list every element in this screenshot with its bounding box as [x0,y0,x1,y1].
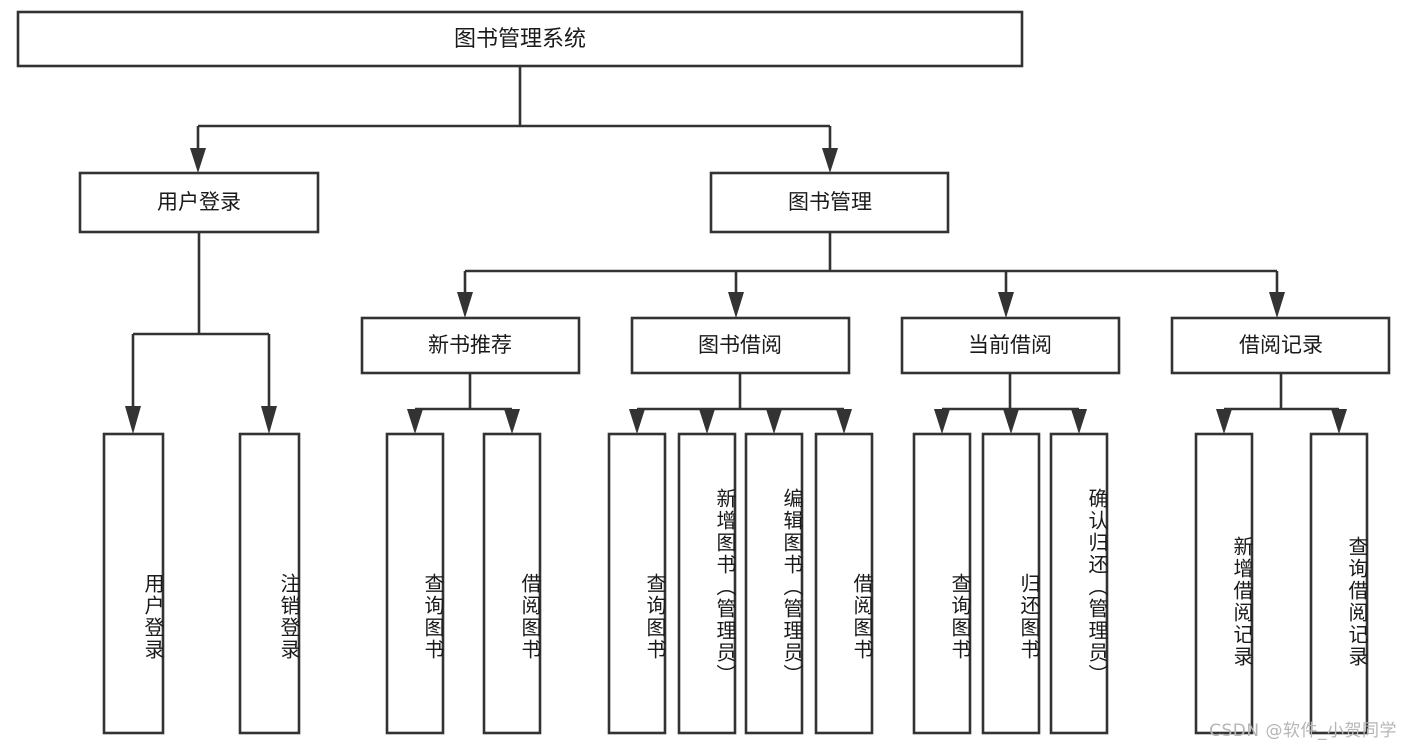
node-book-borrow-label: 图书借阅 [698,333,782,357]
arrowhead-leaf-confirm-return [1071,409,1087,434]
leaf-query-book-borrow-box[interactable] [607,432,667,735]
leaf-boxes [102,432,1369,735]
node-current-borrow-label: 当前借阅 [968,333,1052,357]
arrowhead-leaf-query-book-current [934,409,950,434]
arrowhead-user-login [190,148,206,173]
node-book-management-label: 图书管理 [788,190,872,214]
node-user-login[interactable]: 用户登录 [78,171,320,234]
connector-group-user-login [125,232,277,434]
node-current-borrow-box[interactable] [900,316,1121,375]
leaf-query-record-box[interactable] [1309,432,1369,735]
arrowhead-leaf-query-book-borrow [629,409,645,434]
leaf-borrow-book-box[interactable] [814,432,874,735]
connector-group-book-management [457,232,1285,318]
node-book-management-box[interactable] [709,171,950,234]
arrowhead-leaf-logout [261,406,277,434]
node-book-management[interactable]: 图书管理 [709,171,950,234]
node-book-borrow-box[interactable] [630,316,851,375]
leaf-edit-book-box[interactable] [744,432,804,735]
arrowhead-leaf-query-book-rec [407,409,423,434]
node-borrow-record-label: 借阅记录 [1239,333,1323,357]
node-user-login-box[interactable] [78,171,320,234]
leaf-query-book-rec-box[interactable] [385,432,445,735]
node-borrow-record[interactable]: 借阅记录 [1170,316,1391,375]
arrowhead-book-management [822,148,838,173]
arrowhead-leaf-return-book [1003,409,1019,434]
leaf-borrow-book-rec-box[interactable] [482,432,542,735]
leaf-add-record-box[interactable] [1194,432,1254,735]
connector-group-current-borrow [934,373,1087,434]
leaf-query-book-current-box[interactable] [912,432,972,735]
arrowhead-leaf-query-record [1331,409,1347,434]
leaf-logout-box[interactable] [238,432,301,735]
arrowhead-leaf-user-login [125,406,141,434]
arrowhead-leaf-borrow-book [836,409,852,434]
node-borrow-record-box[interactable] [1170,316,1391,375]
arrowhead-leaf-borrow-book-rec [504,409,520,434]
arrowhead-new-book-recommend [457,292,473,318]
node-new-book-recommend[interactable]: 新书推荐 [360,316,581,375]
arrowhead-book-borrow [728,292,744,318]
connector-group-root [190,66,838,173]
arrowhead-leaf-edit-book [766,409,782,434]
node-current-borrow[interactable]: 当前借阅 [900,316,1121,375]
arrowhead-borrow-record [1269,292,1285,318]
node-root-label: 图书管理系统 [454,27,586,52]
arrowhead-leaf-add-book [699,409,715,434]
node-new-book-recommend-box[interactable] [360,316,581,375]
leaf-return-book-box[interactable] [981,432,1041,735]
node-new-book-recommend-label: 新书推荐 [428,333,512,357]
connector-group-borrow-record [1216,373,1347,434]
node-book-borrow[interactable]: 图书借阅 [630,316,851,375]
leaf-user-login-box[interactable] [102,432,165,735]
arrowhead-leaf-add-record [1216,409,1232,434]
node-root-box[interactable] [16,10,1024,68]
connector-group-new-book-recommend [407,373,520,434]
leaf-add-book-box[interactable] [677,432,737,735]
arrowhead-current-borrow [998,292,1014,318]
connector-group-book-borrow [629,373,852,434]
node-user-login-label: 用户登录 [157,190,241,214]
leaf-confirm-return-box[interactable] [1049,432,1109,735]
node-root[interactable]: 图书管理系统 [16,10,1024,68]
watermark-text: CSDN @软件_小贺同学 [1209,721,1397,741]
